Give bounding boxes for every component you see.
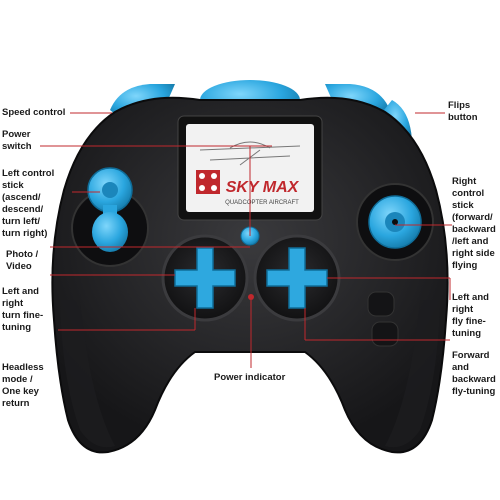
right-small-button-top[interactable] [367, 291, 395, 317]
label-left-right-fly: Left and right fly fine- tuning [452, 292, 489, 339]
label-power-indicator: Power indicator [214, 372, 286, 383]
controller-body [51, 96, 449, 454]
label-right-control-stick: Right control stick (forward/ backward /… [452, 176, 496, 271]
screen-brand: SKY MAX [226, 179, 300, 196]
screen-subtitle: QUADCOPTER AIRCRAFT [225, 200, 299, 206]
left-dpad[interactable] [174, 247, 236, 309]
label-headless-mode: Headless mode / One key return [2, 362, 44, 409]
label-left-right-turn: Left and right turn fine- tuning [2, 286, 44, 333]
right-small-button-bottom[interactable] [371, 321, 399, 347]
label-flips-button: Flips button [448, 100, 478, 123]
left-grip-texture [60, 300, 115, 448]
label-forward-backward: Forward and backward fly-tuning [452, 350, 496, 397]
label-left-control-stick: Left control stick (ascend/ descend/ tur… [2, 168, 55, 239]
right-grip-texture [385, 300, 440, 448]
label-speed-control: Speed control [2, 107, 66, 118]
label-power-switch: Power switch [2, 129, 32, 152]
leader-lines [40, 112, 452, 368]
label-photo-video: Photo / Video [6, 249, 39, 272]
lcd-logo-box [196, 170, 220, 194]
power-indicator-led [248, 294, 254, 300]
